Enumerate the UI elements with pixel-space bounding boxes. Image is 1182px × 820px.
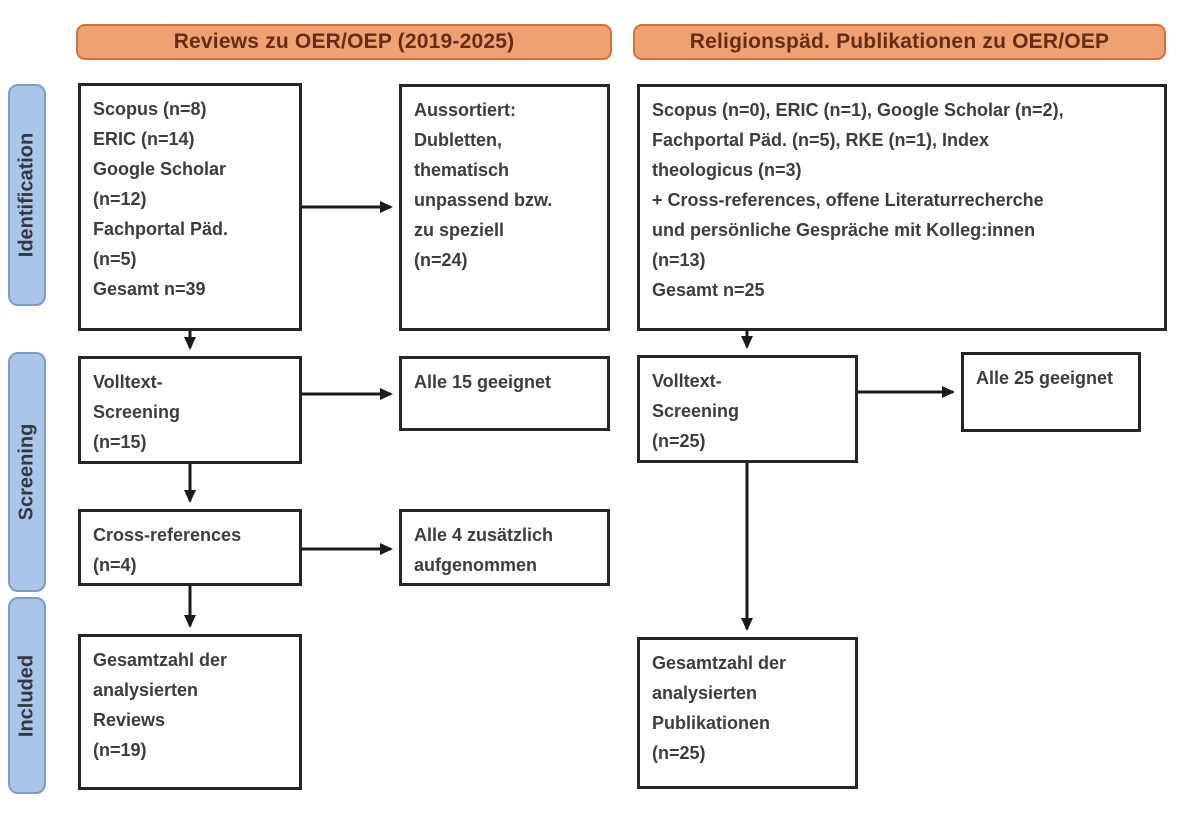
box-right-included-total: Gesamtzahl der analysierten Publikatione… — [637, 637, 858, 789]
stage-label-screening: Screening — [15, 423, 38, 521]
column-header-religionspaed: Religionspäd. Publikationen zu OER/OEP — [633, 24, 1166, 60]
stage-label-identification: Identification — [15, 132, 38, 258]
box-right-fulltext-result: Alle 25 geeignet — [961, 352, 1141, 432]
box-left-crossreferences-result: Alle 4 zusätzlich aufgenommen — [399, 509, 610, 586]
column-header-reviews: Reviews zu OER/OEP (2019-2025) — [76, 24, 612, 60]
box-left-included-total: Gesamtzahl der analysierten Reviews (n=1… — [78, 634, 302, 790]
box-right-identification-sources: Scopus (n=0), ERIC (n=1), Google Scholar… — [637, 84, 1167, 331]
stage-label-included: Included — [15, 654, 38, 737]
box-left-fulltext-result: Alle 15 geeignet — [399, 356, 610, 431]
box-right-fulltext-screening: Volltext- Screening (n=25) — [637, 355, 858, 463]
stage-bar-included: Included — [8, 597, 46, 794]
box-left-fulltext-screening: Volltext- Screening (n=15) — [78, 356, 302, 464]
stage-bar-screening: Screening — [8, 352, 46, 592]
stage-bar-identification: Identification — [8, 84, 46, 306]
box-left-crossreferences: Cross-references (n=4) — [78, 509, 302, 586]
box-left-excluded: Aussortiert: Dubletten, thematisch unpas… — [399, 84, 610, 331]
box-left-identification-sources: Scopus (n=8) ERIC (n=14) Google Scholar … — [78, 83, 302, 331]
